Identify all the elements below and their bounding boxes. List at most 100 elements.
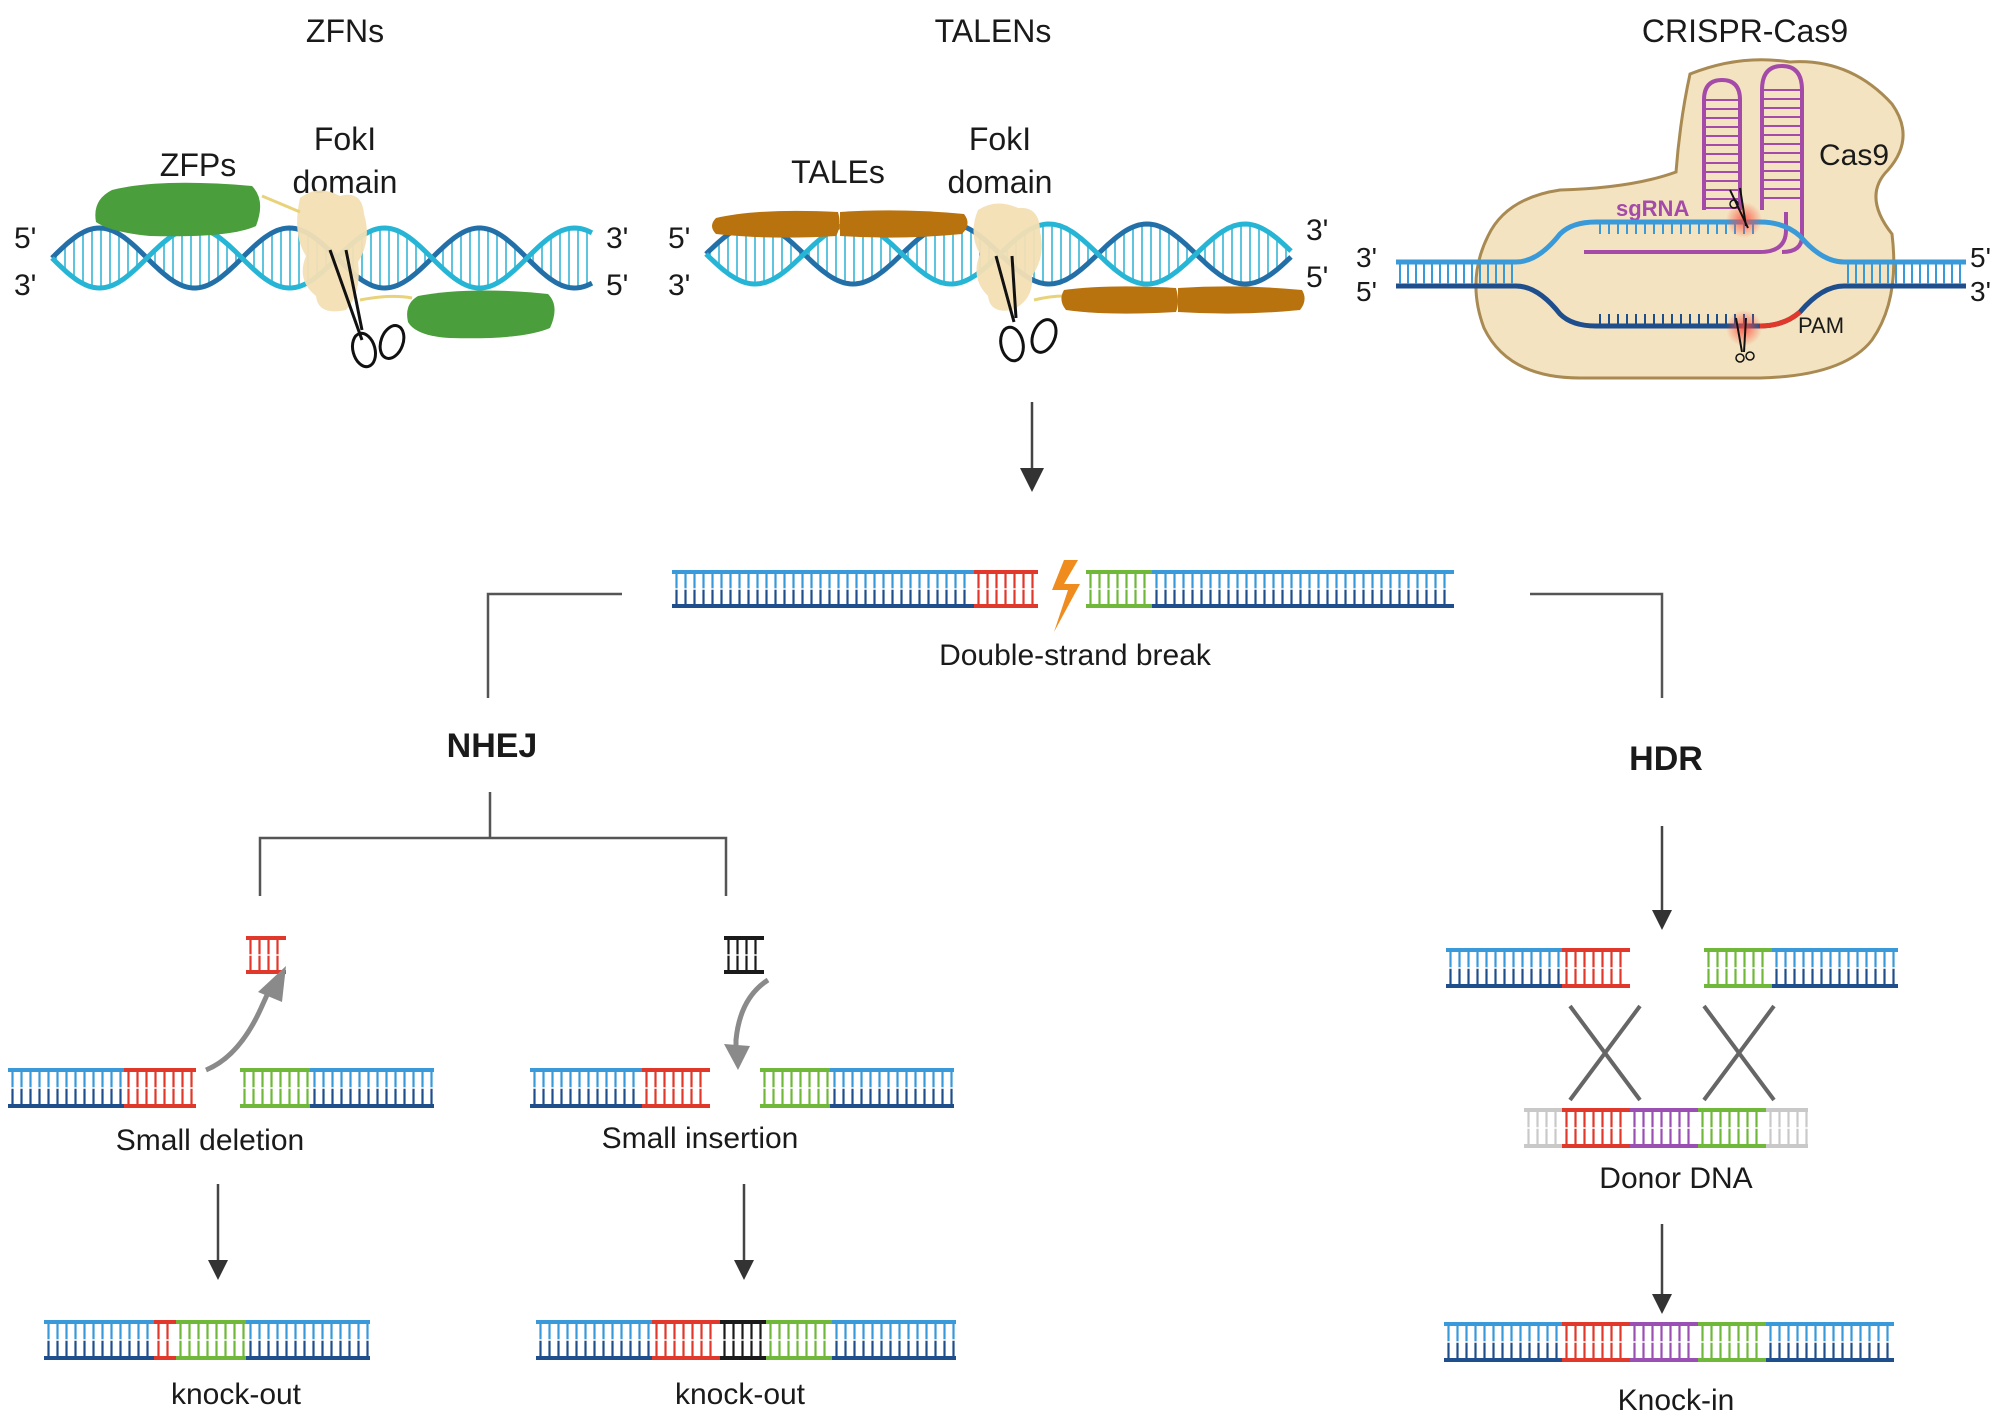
talen-title: TALENs <box>935 13 1052 49</box>
del-result-segment-red <box>154 1320 176 1360</box>
ins-dna-segment-blue <box>530 1068 642 1108</box>
insertion-down-arrow <box>734 1184 754 1280</box>
donor-dna-segment-grey <box>1766 1108 1808 1148</box>
crispr-top-right-end: 5' <box>1970 242 1991 273</box>
zfn-panel: ZFNs ZFPs FokI domain 5' 3' 3' 5' <box>14 13 628 369</box>
ins-dna-segment-green <box>760 1068 830 1108</box>
nhej-branch-connector <box>258 792 728 896</box>
ins-result-segment-blue <box>536 1320 652 1360</box>
cas9-protein <box>1474 58 1905 380</box>
del-fragment-segment-red <box>246 936 286 974</box>
talen-top-left-end: 5' <box>668 222 690 255</box>
talen-foki-label-line2: domain <box>948 164 1053 200</box>
deletion-result-dna <box>44 1320 370 1360</box>
lightning-bolt-icon <box>1052 560 1080 632</box>
donor-dna-label: Donor DNA <box>1599 1162 1752 1195</box>
sgrna-label: sgRNA <box>1616 196 1689 221</box>
talen-scissors-icon <box>994 255 1058 363</box>
hdr-ends-segment-blue <box>1446 948 1562 988</box>
hdr-arrow-1 <box>1652 826 1672 930</box>
zfn-top-left-end: 5' <box>14 222 36 255</box>
crispr-bottom-right-end: 3' <box>1970 276 1991 307</box>
hdr-broken-dna-ends <box>1446 948 1898 988</box>
talen-linker <box>1033 294 1065 302</box>
crispr-scissors-bottom-icon <box>1735 317 1755 363</box>
donor-dna <box>1524 1108 1808 1148</box>
hdr-result-segment-blue <box>1444 1322 1562 1362</box>
donor-dna-segment-red <box>1562 1108 1630 1148</box>
del-result-segment-blue <box>246 1320 370 1360</box>
zfn-title: ZFNs <box>306 13 384 49</box>
hdr-title: HDR <box>1629 740 1703 778</box>
hdr-ends-segment-green <box>1704 948 1772 988</box>
zfn-linker-top <box>261 194 301 214</box>
talen-top-right-end: 3' <box>1306 214 1328 247</box>
del-result-segment-green <box>176 1320 246 1360</box>
zfn-bottom-left-end: 3' <box>14 269 36 302</box>
insertion-result-label: knock-out <box>675 1378 806 1411</box>
donor-dna-segment-grey <box>1524 1108 1562 1148</box>
hdr-ends-segment-blue <box>1772 948 1898 988</box>
talen-foki-domain-shape <box>973 203 1042 311</box>
cas9-label: Cas9 <box>1819 139 1889 172</box>
zfp-protein-bottom <box>407 290 555 339</box>
knock-in-label: Knock-in <box>1618 1384 1735 1417</box>
tale-label: TALEs <box>791 154 885 190</box>
del-dna-segment-green <box>240 1068 310 1108</box>
deletion-curved-arrow <box>204 966 286 1073</box>
donor-dna-segment-green <box>1698 1108 1766 1148</box>
crossover-lines <box>1568 1004 1776 1102</box>
ins-dna-segment-blue <box>830 1068 954 1108</box>
insertion-curved-arrow <box>724 977 770 1070</box>
del-result-segment-blue <box>44 1320 154 1360</box>
deletion-label: Small deletion <box>116 1124 304 1157</box>
pam-label: PAM <box>1798 313 1844 338</box>
ins-result-segment-black <box>720 1320 766 1360</box>
talen-panel: TALENs TALEs FokI domain 5' 3' 3' 5' <box>668 13 1328 363</box>
deletion-down-arrow <box>208 1184 228 1280</box>
dsb-dna-segment-blue <box>1152 570 1454 608</box>
talen-foki-label-line1: FokI <box>969 121 1031 157</box>
dsb-label: Double-strand break <box>939 639 1212 672</box>
hdr-result-segment-purple <box>1630 1322 1698 1362</box>
zfn-scissors-icon <box>328 249 406 369</box>
crispr-top-left-end: 3' <box>1356 242 1377 273</box>
pam-segment <box>1759 310 1802 329</box>
insertion-dna-ends <box>530 1068 954 1108</box>
dsb-dna-segment-red <box>974 570 1038 608</box>
ins-dna-segment-red <box>642 1068 710 1108</box>
talen-dna-helix <box>704 221 1293 287</box>
zfn-linker-bottom <box>359 294 413 302</box>
deletion-result-label: knock-out <box>171 1378 302 1411</box>
hdr-result-segment-blue <box>1766 1322 1894 1362</box>
hdr-arrow-2 <box>1652 1224 1672 1314</box>
tale-protein-bottom <box>1061 286 1305 314</box>
zfn-dna-helix <box>50 225 594 291</box>
dsb-dna-segment-green <box>1086 570 1152 608</box>
nhej-title: NHEJ <box>447 727 538 765</box>
connector-to-nhej <box>486 592 622 698</box>
knock-in-result-dna <box>1444 1322 1894 1362</box>
insertion-label: Small insertion <box>602 1122 799 1155</box>
ins-result-segment-blue <box>832 1320 956 1360</box>
zfn-top-right-end: 3' <box>606 222 628 255</box>
ins-fragment-segment-black <box>724 936 764 974</box>
zfp-label: ZFPs <box>160 147 236 183</box>
ins-result-segment-green <box>766 1320 832 1360</box>
zfn-foki-domain-shape <box>297 190 367 312</box>
hdr-result-segment-green <box>1698 1322 1766 1362</box>
arrow-to-dsb <box>1020 402 1044 492</box>
deleted-fragment-red <box>246 936 286 974</box>
tale-protein-top <box>712 210 968 238</box>
hdr-result-segment-red <box>1562 1322 1630 1362</box>
del-dna-segment-red <box>124 1068 196 1108</box>
del-dna-segment-blue <box>310 1068 434 1108</box>
connector-to-hdr <box>1530 592 1664 698</box>
crispr-bottom-left-end: 5' <box>1356 276 1377 307</box>
double-strand-break-dna <box>672 570 1454 608</box>
talen-bottom-left-end: 3' <box>668 269 690 302</box>
insertion-result-dna <box>536 1320 956 1360</box>
zfn-foki-label-line1: FokI <box>314 121 376 157</box>
